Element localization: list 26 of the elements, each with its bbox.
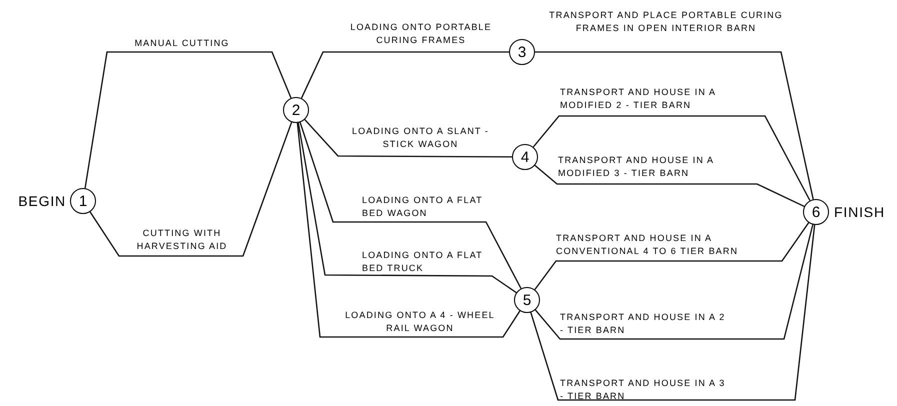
edge-label: MANUAL CUTTING	[134, 37, 230, 50]
edge-label: TRANSPORT AND PLACE PORTABLE CURING FRAMES IN OPEN INTERIOR BARN	[548, 9, 784, 35]
connector-line	[300, 51, 509, 98]
node-caption: BEGIN	[18, 194, 66, 208]
edge-label: TRANSPORT AND HOUSE IN A CONVENTIONAL 4 TO 6 TIER BARN	[556, 232, 740, 258]
edge-label: LOADING ONTO A 4 - WHEEL RAIL WAGON	[344, 309, 496, 335]
node-caption: FINISH	[834, 205, 885, 219]
edge-label: LOADING ONTO A FLAT BED TRUCK	[362, 249, 484, 275]
connector-line	[90, 122, 292, 257]
edge-label: LOADING ONTO A FLAT BED WAGON	[362, 194, 484, 220]
edge-label: TRANSPORT AND HOUSE IN A MODIFIED 2 - TIER BARN	[560, 86, 717, 112]
edge-label: TRANSPORT AND HOUSE IN A 3 - TIER BARN	[560, 377, 726, 403]
edge-label: LOADING ONTO A SLANT - STICK WAGON	[351, 125, 490, 151]
connector-line	[84, 51, 292, 188]
connector-line	[532, 115, 810, 201]
connector-line	[534, 222, 810, 290]
connector-line	[535, 51, 814, 200]
edge-label: TRANSPORT AND HOUSE IN A MODIFIED 3 - TIER BARN	[558, 154, 715, 180]
connector-line	[534, 164, 805, 207]
connector-line	[296, 122, 520, 338]
edge-label: TRANSPORT AND HOUSE IN A 2 - TIER BARN	[560, 311, 726, 337]
edge-label: LOADING ONTO PORTABLE CURING FRAMES	[349, 21, 493, 47]
connector-line	[530, 224, 816, 401]
connector-line	[304, 119, 512, 158]
connector-line	[534, 224, 814, 340]
edge-label: CUTTING WITH HARVESTING AID	[136, 227, 228, 253]
